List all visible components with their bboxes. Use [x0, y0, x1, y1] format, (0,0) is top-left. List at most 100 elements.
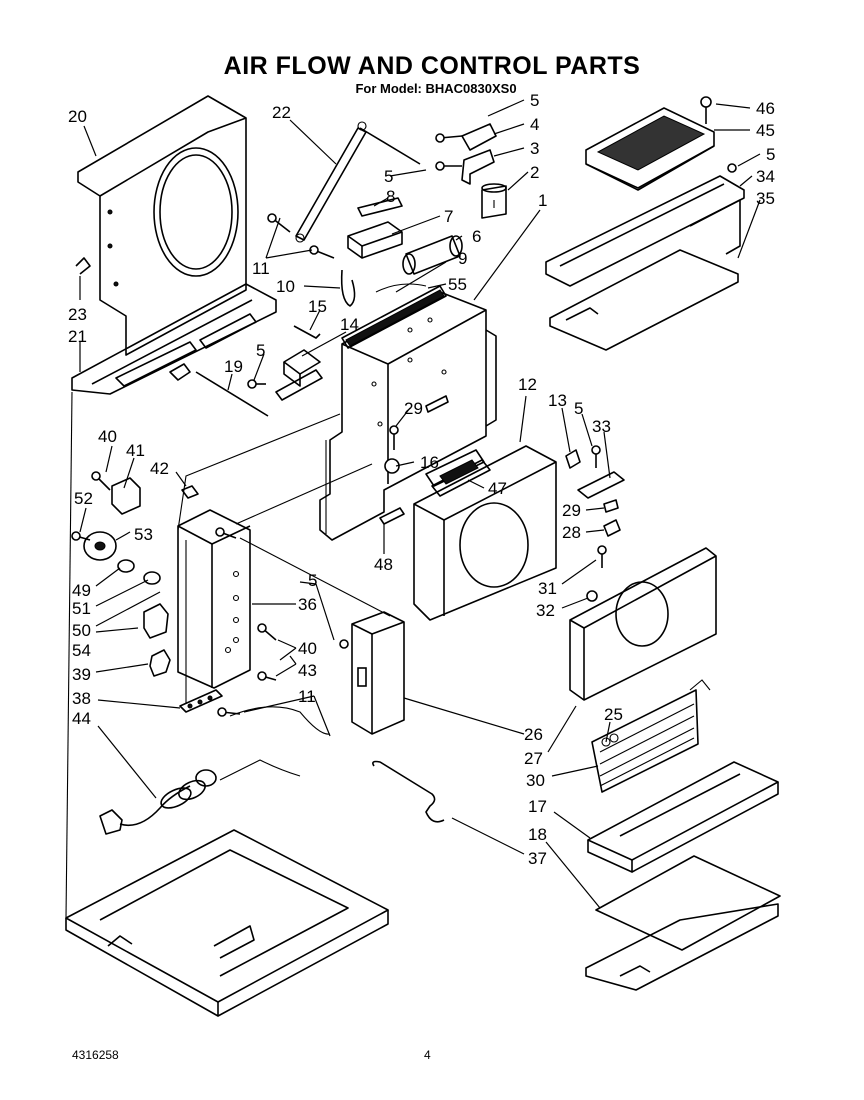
part-clip-13: [565, 449, 581, 469]
callout-6: 6: [472, 227, 481, 246]
callout-12: 12: [518, 375, 537, 394]
callout-16: 16: [420, 453, 439, 472]
callout-43: 43: [298, 661, 317, 680]
callout-52: 52: [74, 489, 93, 508]
callout-25: 25: [604, 705, 623, 724]
callout-40-a: 40: [98, 427, 117, 446]
callout-50: 50: [72, 621, 91, 640]
part-screw-15: [293, 325, 321, 339]
callout-23: 23: [68, 305, 87, 324]
callout-47: 47: [488, 479, 507, 498]
part-thermostat-51: [143, 571, 161, 585]
part-bracket-14: [275, 349, 323, 401]
part-screw-29: [603, 499, 619, 513]
callout-7: 7: [444, 207, 453, 226]
part-support-rod-22: [295, 121, 421, 243]
callout-46: 46: [756, 99, 775, 118]
part-clip-8: [357, 197, 403, 217]
diagram-header: AIR FLOW AND CONTROL PARTS For Model: BH…: [0, 52, 864, 96]
part-coil-frame-27: [569, 547, 717, 701]
part-strap-3: [461, 149, 495, 185]
callout-2: 2: [530, 163, 539, 182]
callout-4: 4: [530, 115, 539, 134]
part-rod-19: [195, 371, 269, 417]
callout-5-e: 5: [308, 571, 317, 590]
callout-17: 17: [528, 797, 547, 816]
callout-15: 15: [308, 297, 327, 316]
callout-9: 9: [458, 249, 467, 268]
part-relay-7: [347, 221, 403, 259]
callout-11-b: 11: [298, 687, 316, 706]
part-control-box-36: [177, 509, 251, 689]
part-switch-39: [149, 649, 171, 677]
callout-36: 36: [298, 595, 317, 614]
document-number: 4316258: [72, 1048, 119, 1062]
callout-3: 3: [530, 139, 539, 158]
model-number: For Model: BHAC0830XS0: [355, 81, 517, 96]
callout-49: 49: [72, 581, 91, 600]
leader-lines: [79, 99, 761, 909]
part-bottom-panel-35: [549, 249, 739, 351]
part-clip-23: [75, 257, 91, 275]
part-top-panel-34: [545, 175, 745, 287]
part-capacitor-6: [402, 235, 463, 275]
callout-44: 44: [72, 709, 91, 728]
part-front-panel-20: [77, 95, 247, 356]
part-clip-28: [603, 519, 621, 537]
part-coil-25: [591, 679, 711, 793]
callout-5-a: 5: [530, 91, 539, 110]
page-number: 4: [424, 1048, 431, 1062]
part-spring-10: [340, 269, 356, 307]
part-screw-5-right: [727, 163, 737, 173]
callout-41: 41: [126, 441, 145, 460]
callout-18: 18: [528, 825, 547, 844]
callout-33: 33: [592, 417, 611, 436]
callout-27: 27: [524, 749, 543, 768]
part-handle-37: [372, 760, 445, 823]
callout-42: 42: [150, 459, 169, 478]
callout-26: 26: [524, 725, 543, 744]
part-grille-47: [425, 449, 491, 497]
callout-22: 22: [272, 103, 291, 122]
callout-39: 39: [72, 665, 91, 684]
callout-51: 51: [72, 599, 91, 618]
part-bracket-42: [181, 485, 199, 499]
part-bracket-33: [577, 471, 625, 499]
callout-13: 13: [548, 391, 567, 410]
part-power-cord-44: [99, 759, 301, 835]
callout-30: 30: [526, 771, 545, 790]
callout-40-b: 40: [298, 639, 317, 658]
callout-5-d: 5: [574, 399, 583, 418]
callout-38: 38: [72, 689, 91, 708]
callout-20: 20: [68, 107, 87, 126]
callout-37: 37: [528, 849, 547, 868]
part-grille-45: [585, 107, 715, 191]
callout-11-a: 11: [252, 259, 270, 278]
part-terminal-strip-38: [179, 689, 223, 713]
part-switch-41: [111, 477, 141, 515]
screws: [71, 133, 607, 717]
part-control-bulkhead-1: [319, 285, 497, 541]
part-fan-shroud-12: [413, 445, 557, 621]
part-foam-strip-55: [345, 289, 445, 347]
callout-labels: 20 22 5 4 3 2 5 8 7 6 1 11 9 10 55 23 21…: [68, 91, 775, 868]
part-strap-4: [461, 123, 497, 151]
part-clip-48: [379, 507, 405, 525]
callout-53: 53: [134, 525, 153, 544]
callout-29-b: 29: [562, 501, 581, 520]
callout-45: 45: [756, 121, 775, 140]
callout-19: 19: [224, 357, 243, 376]
callout-21: 21: [68, 327, 87, 346]
callout-5-b: 5: [384, 167, 393, 186]
callout-28: 28: [562, 523, 581, 542]
callout-29-a: 29: [404, 399, 423, 418]
part-screw-46: [700, 96, 712, 124]
callout-48: 48: [374, 555, 393, 574]
callout-55: 55: [448, 275, 467, 294]
callout-34: 34: [756, 167, 775, 186]
callout-1: 1: [538, 191, 547, 210]
part-base-piece-18: [585, 855, 781, 991]
callout-14: 14: [340, 315, 359, 334]
